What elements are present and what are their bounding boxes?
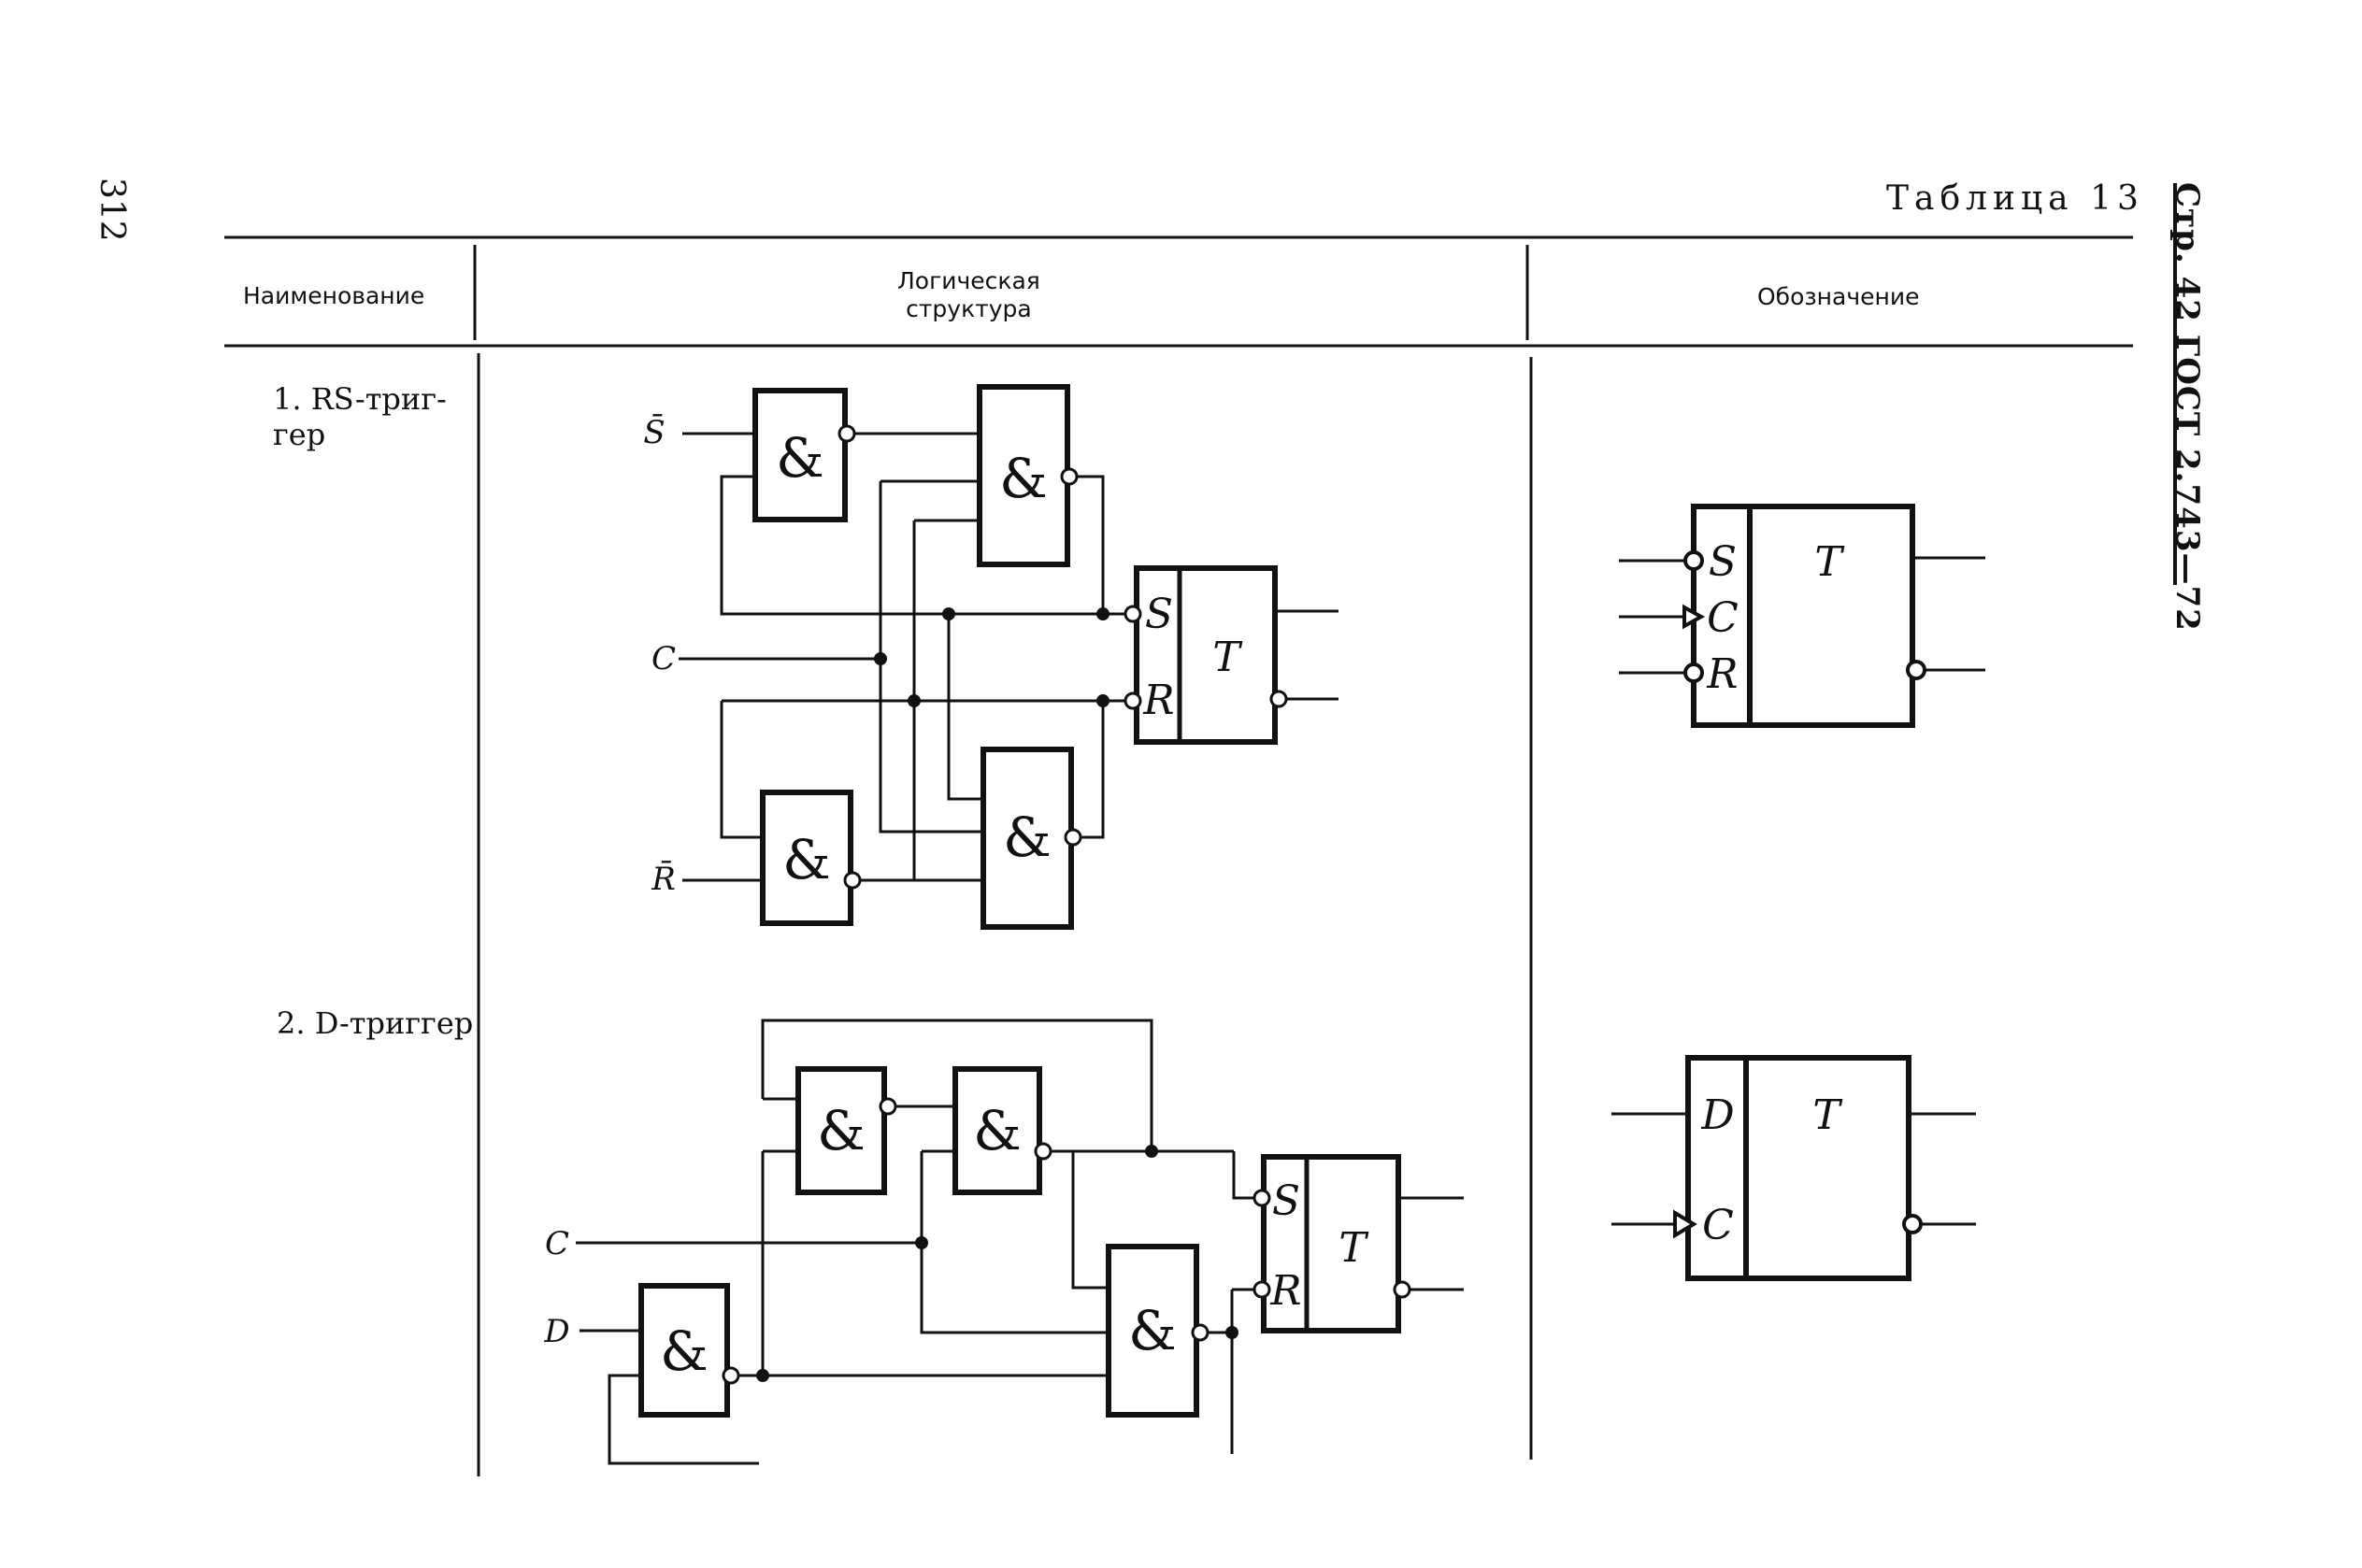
header-name: Наименование <box>243 282 425 309</box>
d-symbol-label: T <box>1812 1091 1843 1139</box>
d-logic-wires <box>576 1019 1464 1465</box>
header-logic: Логическая структура <box>897 267 1040 323</box>
rs-symbol-label: T <box>1814 538 1845 586</box>
rs-input-c: C <box>651 640 676 677</box>
row1-name: 1. RS-триг- гер <box>273 381 447 452</box>
rs-input-r: R̄ <box>651 860 676 898</box>
and-gate-1-symbol: & <box>776 426 824 490</box>
rs-symbol-pin-s: S <box>1709 538 1737 586</box>
d-and-gate-4 <box>1106 1244 1199 1418</box>
rs-symbol-wires <box>1619 556 1985 675</box>
and-gate-2 <box>977 384 1070 567</box>
d-latch-label: T <box>1338 1224 1369 1272</box>
d-and-gate-1-symbol: & <box>817 1099 866 1162</box>
rs-junctions <box>874 607 1109 707</box>
d-junctions <box>756 1145 1238 1382</box>
rs-symbol-box <box>1691 504 1915 728</box>
d-latch-box <box>1261 1154 1401 1333</box>
row1-name-line1: 1. RS-триг- <box>273 381 447 417</box>
rs-symbol-pin-c: C <box>1707 594 1739 642</box>
table-title: Таблица 13 <box>1886 179 2144 218</box>
rs-logic-wires <box>679 432 1338 882</box>
header-symbol: Обозначение <box>1757 283 1920 310</box>
row2-name: 2. D-триггер <box>277 1005 474 1041</box>
inversion-circles <box>837 424 1288 890</box>
and-gate-1 <box>752 388 848 522</box>
d-latch-pin-s: S <box>1272 1177 1300 1225</box>
rs-latch-label: T <box>1212 634 1243 681</box>
d-and-gate-1 <box>795 1066 887 1195</box>
and-gate-3 <box>760 790 853 926</box>
d-symbol-pin-c: C <box>1702 1202 1734 1249</box>
d-symbol-box <box>1685 1055 1911 1281</box>
rs-latch-box <box>1134 565 1278 745</box>
rs-symbol-markers <box>1682 550 1926 683</box>
rs-input-s: S̄ <box>643 413 665 451</box>
and-gate-3-symbol: & <box>782 828 831 891</box>
d-input-d: D <box>543 1313 569 1350</box>
and-gate-2-symbol: & <box>999 447 1048 510</box>
rs-latch-pin-s: S <box>1145 591 1173 638</box>
d-input-c: C <box>545 1225 569 1262</box>
header-logic-line2: структура <box>906 295 1032 322</box>
header-logic-line1: Логическая <box>897 267 1040 294</box>
d-latch-pin-r: R <box>1269 1267 1301 1315</box>
d-and-gate-2 <box>952 1066 1042 1195</box>
d-and-gate-3-symbol: & <box>660 1319 709 1383</box>
rs-latch-pin-r: R <box>1142 677 1174 724</box>
d-symbol-pin-d: D <box>1700 1091 1734 1139</box>
d-and-gate-3 <box>638 1283 730 1418</box>
row1-name-line2: гер <box>273 417 326 452</box>
d-symbol-wires <box>1611 1112 1976 1226</box>
and-gate-4-symbol: & <box>1003 805 1052 869</box>
rs-symbol-pin-r: R <box>1706 650 1738 698</box>
d-and-gate-2-symbol: & <box>973 1099 1022 1162</box>
d-and-gate-4-symbol: & <box>1128 1299 1177 1362</box>
